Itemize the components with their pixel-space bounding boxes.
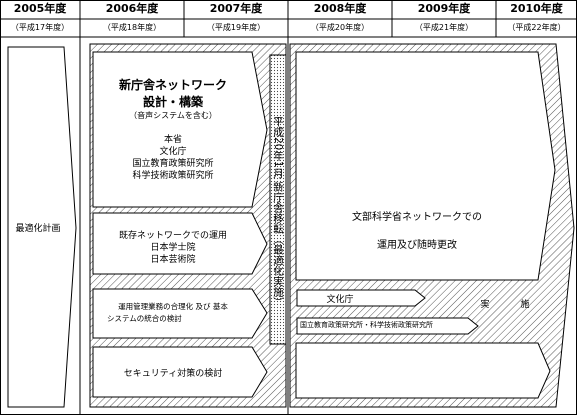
existing-network-box: [92, 212, 268, 275]
ops-integration-box: [92, 288, 268, 339]
institutes-label: 国立教育政策研究所・科学技術政策研究所: [300, 321, 433, 329]
relocation-bar: [269, 54, 287, 345]
jisshi-char-2: 施: [520, 300, 530, 310]
year-header-2008: 2008年度: [313, 2, 367, 15]
existing-network-line3: 日本芸術院: [150, 255, 196, 265]
optimization-plan-arrow: [7, 46, 77, 408]
existing-network-line1: 既存ネットワークでの運用: [118, 231, 227, 241]
existing-network-line2: 日本学士院: [150, 243, 196, 253]
org-nier: 国立教育政策研究所: [132, 159, 214, 169]
new-network-title-1: 新庁舎ネットワーク: [118, 78, 227, 92]
era-2007: （平成19年度）: [206, 23, 266, 32]
ops-integration-line1: 運用管理業務の合理化 及び 基本: [118, 302, 228, 311]
new-network-note: （音声システムを含む）: [129, 111, 217, 120]
mext-network-line2: 運用及び随時更改: [377, 240, 457, 251]
year-header-2010: 2010年度: [510, 2, 563, 15]
era-2006: （平成18年度）: [102, 23, 162, 32]
new-network-box: [92, 51, 268, 208]
year-header-2007: 2007年度: [209, 2, 263, 15]
relocation-milestone-label: 平成20年1月 新庁舎移転（最適化実施）: [272, 116, 284, 308]
ops-integration-line2: システムの統合の検討: [107, 314, 182, 323]
org-bunka: 文化庁: [159, 147, 187, 157]
security-review-box: [92, 346, 268, 398]
institutes-arrow: [296, 317, 479, 335]
jisshi-char-1: 実: [480, 300, 490, 310]
mext-network-box: [295, 51, 556, 281]
new-network-title-2: 設計・構築: [142, 95, 203, 109]
org-nistep: 科学技術政策研究所: [132, 171, 214, 181]
year-column-lines: [79, 0, 497, 415]
rollout-box: [295, 342, 551, 399]
org-honsho: 本省: [163, 135, 182, 145]
era-2010: （平成22年度）: [507, 23, 566, 32]
year-header-2005: 2005年度: [13, 2, 67, 15]
bunka-label: 文化庁: [326, 295, 354, 305]
era-2008: （平成20年度）: [310, 23, 370, 32]
era-2005: （平成17年度）: [10, 23, 70, 32]
optimization-plan-label: 最適化計画: [15, 224, 61, 234]
bunka-arrow: [296, 289, 426, 307]
year-header-2009: 2009年度: [417, 2, 471, 15]
mext-network-line1: 文部科学省ネットワークでの: [352, 212, 482, 223]
security-review-label: セキュリティ対策の検討: [123, 369, 223, 379]
era-2009: （平成21年度）: [414, 23, 474, 32]
year-header-2006: 2006年度: [105, 2, 159, 15]
